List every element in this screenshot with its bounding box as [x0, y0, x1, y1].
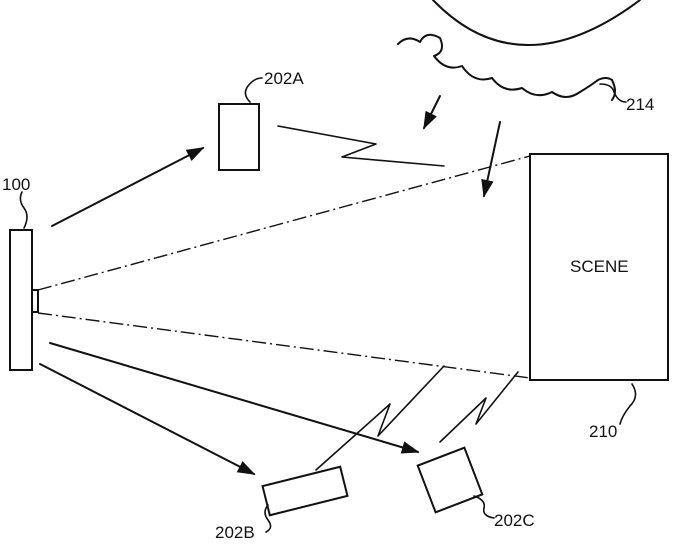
- light-arrow-1: [424, 96, 440, 128]
- sensor-202c-ref-leader: [474, 496, 494, 518]
- light-arrow-2: [484, 122, 500, 196]
- sensor-202c: [418, 448, 483, 513]
- device-ref-leader: [20, 192, 27, 228]
- label-214: 214: [626, 95, 654, 114]
- label-202b: 202B: [215, 523, 255, 542]
- device-lens: [32, 290, 38, 312]
- sun-arc: [433, 0, 640, 45]
- fov-line-bottom: [38, 313, 530, 378]
- label-202a: 202A: [264, 69, 304, 88]
- label-202c: 202C: [494, 511, 535, 530]
- device-body: [10, 230, 32, 370]
- arrow-to-202b: [40, 364, 254, 474]
- signal-202a: [278, 126, 444, 166]
- fov-line-top: [38, 156, 530, 290]
- signal-202b: [316, 366, 444, 470]
- arrow-to-202a: [52, 148, 203, 226]
- scene-label: SCENE: [570, 257, 629, 276]
- label-210: 210: [589, 422, 617, 441]
- label-100: 100: [2, 175, 30, 194]
- signal-202c: [440, 372, 518, 442]
- cloud: [398, 35, 615, 100]
- sensor-202a-ref-leader: [245, 78, 262, 102]
- scene-ref-leader: [620, 384, 636, 424]
- sensor-202b: [263, 467, 348, 515]
- sensor-202a: [219, 104, 259, 170]
